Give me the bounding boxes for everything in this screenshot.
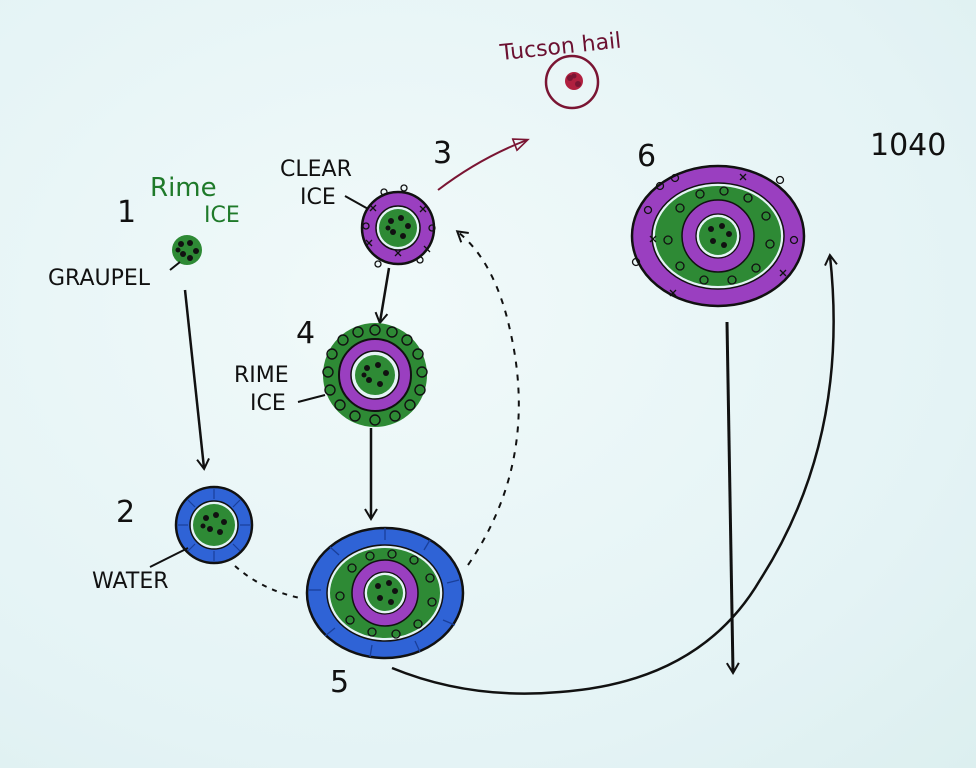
rime-ice-pointer — [297, 394, 326, 403]
water-pointer — [149, 547, 189, 568]
arrow-3-to-4 — [374, 267, 391, 325]
tucson-hail-stone — [544, 54, 600, 110]
page-number: 1040 — [870, 128, 946, 163]
dashed-arrow-5-to-3 — [455, 230, 520, 566]
arrow-1-to-2 — [183, 289, 210, 471]
tucson-hail-label: Tucson hail — [498, 29, 623, 67]
arrow-5-to-6 — [391, 253, 838, 695]
water-label: WATER — [92, 569, 169, 594]
graupel-particle — [172, 235, 202, 265]
rime-ice-label-2-line1: RIME — [234, 363, 289, 388]
step-3-number: 3 — [433, 136, 452, 171]
rime-ice-label-1: Rime — [150, 173, 217, 203]
graupel-pointer — [169, 261, 181, 271]
step-6-number: 6 — [637, 139, 656, 174]
large-hailstone — [630, 164, 806, 308]
step-4-number: 4 — [296, 316, 315, 351]
water-coated-particle — [174, 485, 254, 565]
step-2-number: 2 — [116, 495, 135, 530]
rime-ice-label-2-line2: ICE — [250, 391, 286, 416]
step-1-number: 1 — [117, 195, 136, 230]
step-5-number: 5 — [330, 665, 349, 700]
arrow-6-falling — [725, 321, 740, 675]
clear-ice-particle — [360, 184, 436, 268]
graupel-label: GRAUPEL — [48, 266, 151, 291]
wet-growth-particle — [305, 526, 465, 660]
arrow-3-to-tucson-hail — [437, 140, 527, 191]
clear-ice-label-line2: ICE — [300, 185, 336, 210]
rime-ice-particle — [322, 323, 428, 427]
clear-ice-pointer — [344, 195, 371, 211]
clear-ice-label-line1: CLEAR — [280, 157, 352, 182]
rime-ice-label-1b: ICE — [204, 203, 240, 228]
dashed-path-2-to-5 — [234, 565, 301, 599]
